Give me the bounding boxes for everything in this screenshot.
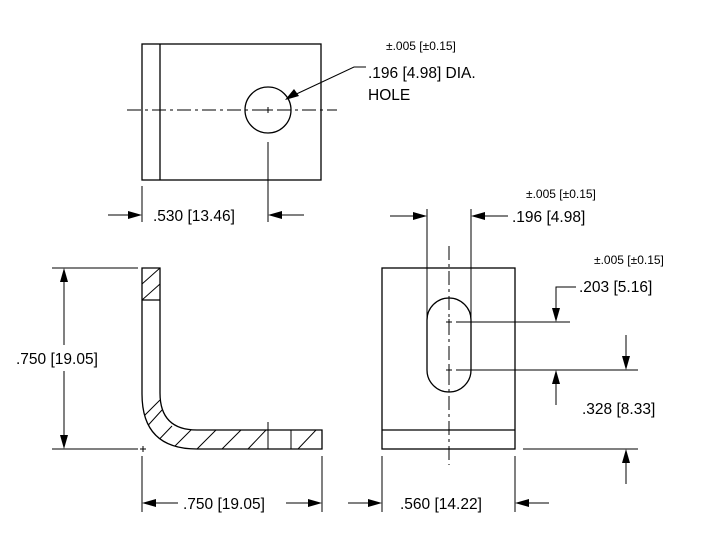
hole-label: HOLE <box>368 87 410 104</box>
arrowhead <box>142 499 156 507</box>
top-view: .530 [13.46] ±.005 [±0.15] .196 [4.98] D… <box>108 39 476 225</box>
arrowhead <box>552 308 560 322</box>
arrowhead <box>285 89 299 100</box>
arrowhead <box>268 211 282 219</box>
arrowhead <box>128 211 142 219</box>
bottom-length-dimension: .750 [19.05] <box>183 496 265 513</box>
arrowhead <box>471 212 485 220</box>
slot-width-tolerance: ±.005 [±0.15] <box>526 187 596 201</box>
slot-length-dimension: .203 [5.16] <box>579 279 652 296</box>
arrowhead <box>515 499 529 507</box>
l-bracket-profile <box>141 267 323 450</box>
arrowhead <box>60 435 68 449</box>
front-width-dimension: .560 [14.22] <box>400 496 482 513</box>
top-view-outline <box>141 43 322 181</box>
arrowhead <box>552 370 560 384</box>
arrowhead <box>622 449 630 463</box>
arrowhead <box>622 356 630 370</box>
top-view-hole <box>244 86 292 134</box>
top-width-dimension: .530 [13.46] <box>153 208 235 225</box>
arrowhead <box>308 499 322 507</box>
slot-position-dimension: .328 [8.33] <box>582 401 655 418</box>
hole-tolerance: ±.005 [±0.15] <box>386 39 456 53</box>
arrowhead <box>368 499 382 507</box>
front-view: ±.005 [±0.15] .196 [4.98] ±.005 [±0.15] … <box>348 187 664 513</box>
hole-size-dimension: .196 [4.98] DIA. <box>368 65 476 82</box>
slot-length-tolerance: ±.005 [±0.15] <box>594 253 664 267</box>
hole-leader <box>289 66 366 98</box>
arrowhead <box>413 212 427 220</box>
height-dimension: .750 [19.05] <box>16 351 98 368</box>
slot-width-dimension: .196 [4.98] <box>512 209 585 226</box>
side-view: .750 [19.05] .750 [19.05] <box>16 267 323 513</box>
arrowhead <box>60 268 68 282</box>
